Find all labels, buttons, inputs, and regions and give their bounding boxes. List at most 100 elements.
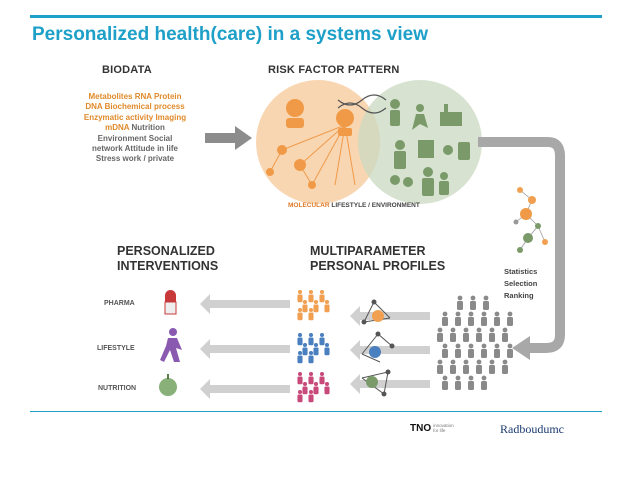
person-icon	[455, 311, 461, 317]
person-body	[455, 381, 461, 390]
person-body	[308, 312, 314, 321]
person-body	[313, 347, 319, 356]
ball-icon	[443, 145, 453, 155]
person-icon	[395, 140, 405, 150]
profiles-header-line: PERSONAL PROFILES	[310, 259, 446, 273]
person-icon	[302, 342, 308, 348]
person-body	[507, 349, 513, 358]
person-body	[313, 304, 319, 313]
person-body	[324, 347, 330, 356]
person-icon	[308, 389, 314, 395]
selection-label: Selection	[504, 279, 538, 288]
walking-person-icon	[160, 328, 182, 362]
left-arrows	[200, 294, 430, 399]
risk-factor-header: RISK FACTOR PATTERN	[268, 64, 400, 76]
person-body	[313, 386, 319, 395]
person-icon	[302, 381, 308, 387]
person-body	[502, 333, 508, 342]
statistics-labels: Statistics Selection Ranking	[504, 266, 537, 302]
person-icon	[468, 375, 474, 381]
person-body	[455, 349, 461, 358]
biodata-line: network Attitude in life	[92, 144, 178, 154]
biodata-line: mDNA Nutrition	[60, 123, 210, 133]
person-icon	[463, 327, 469, 333]
person-icon	[457, 295, 463, 301]
statistics-network-icon	[513, 187, 548, 253]
profiles-header: MULTIPARAMETER PERSONAL PROFILES	[310, 244, 445, 274]
person-icon	[324, 342, 330, 348]
profile-group-orange-icon	[297, 289, 330, 321]
person-icon	[463, 359, 469, 365]
person-body	[450, 333, 456, 342]
tno-tagline-2: for life	[433, 428, 446, 434]
building-icon	[418, 140, 434, 158]
risk-labels: MOLECULAR LIFESTYLE / ENVIRONMENT	[288, 202, 420, 209]
person-icon	[470, 295, 476, 301]
person-body	[481, 317, 487, 326]
dna-icon	[337, 94, 387, 114]
person-icon	[450, 359, 456, 365]
arrow-right-icon	[205, 126, 252, 150]
bottom-divider	[30, 411, 602, 412]
person-icon	[442, 311, 448, 317]
top-divider	[30, 15, 602, 18]
person-icon	[507, 343, 513, 349]
person-body	[442, 349, 448, 358]
person-body	[494, 349, 500, 358]
person-body	[302, 386, 308, 395]
person-icon	[489, 327, 495, 333]
person-icon	[502, 327, 508, 333]
person-icon	[494, 311, 500, 317]
person-body	[297, 337, 303, 346]
biodata-line: Enzymatic activity Imaging	[83, 112, 187, 122]
person-body	[297, 294, 303, 303]
person-icon	[297, 289, 303, 295]
person-icon	[313, 342, 319, 348]
person-icon	[450, 327, 456, 333]
pharma-label: PHARMA	[104, 300, 135, 307]
arrow-head-icon	[512, 336, 530, 360]
curved-arrow	[478, 137, 565, 353]
interventions-header-line: INTERVENTIONS	[117, 259, 219, 273]
person-icon	[476, 327, 482, 333]
molecular-label: MOLECULAR	[288, 202, 330, 209]
interventions-header-line: PERSONALIZED	[117, 244, 215, 258]
triangle-network-blue-icon	[361, 331, 395, 363]
person-icon	[481, 311, 487, 317]
person-body	[308, 394, 314, 403]
person-icon	[455, 375, 461, 381]
person-icon	[308, 332, 314, 338]
person-icon	[308, 350, 314, 356]
person-body	[437, 365, 443, 374]
person-icon	[442, 375, 448, 381]
person-icon	[313, 381, 319, 387]
person-body	[502, 365, 508, 374]
person-icon	[468, 311, 474, 317]
person-icon	[502, 359, 508, 365]
pill-icon	[164, 290, 177, 315]
family-icon	[423, 167, 433, 177]
person-icon	[308, 371, 314, 377]
person-icon	[476, 359, 482, 365]
apple-icon	[159, 374, 177, 396]
person-icon	[483, 295, 489, 301]
person-icon	[442, 343, 448, 349]
person-body	[297, 376, 303, 385]
biodata-line: Stress work / private	[95, 154, 175, 164]
person-icon	[494, 343, 500, 349]
biodata-mdna: mDNA	[105, 123, 130, 133]
person-body	[470, 301, 476, 310]
food-icon	[390, 175, 400, 185]
molecule-links-icon	[269, 124, 356, 186]
person-body	[324, 304, 330, 313]
person-body	[468, 381, 474, 390]
person-body	[468, 349, 474, 358]
person-icon	[297, 389, 303, 395]
interventions-header: PERSONALIZED INTERVENTIONS	[117, 244, 218, 274]
nutrition-label: NUTRITION	[98, 385, 137, 392]
person-body	[437, 333, 443, 342]
person-body	[302, 347, 308, 356]
triangle-network-green-icon	[361, 369, 391, 397]
